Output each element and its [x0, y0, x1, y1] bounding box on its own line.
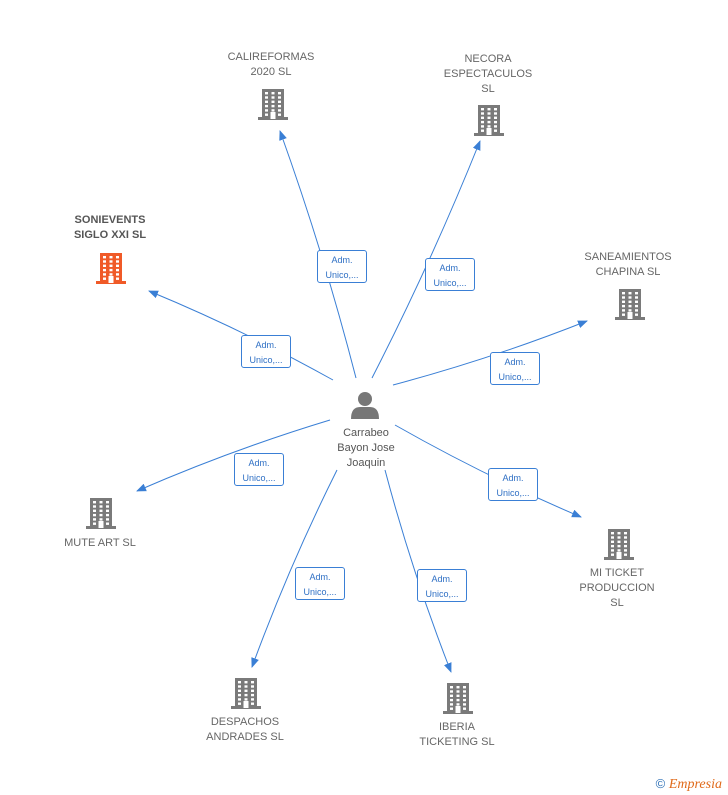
center-name-line-2: Bayon Jose [337, 442, 395, 454]
role-label-iberia[interactable]: Adm. Unico,... [417, 569, 467, 602]
company-label-line: DESPACHOS [210, 716, 280, 728]
company-label-line: SONIEVENTS [74, 214, 146, 226]
company-label-iberia[interactable]: IBERIA TICKETING SL [392, 720, 522, 750]
role-label-despachos[interactable]: Adm. Unico,... [295, 567, 345, 600]
brand-logo-text: Empresia [668, 777, 722, 792]
role-label-line: Unico,... [433, 278, 467, 288]
company-label-line: SL [481, 83, 495, 95]
company-label-muteart[interactable]: MUTE ART SL [35, 536, 165, 551]
footer-credit: © Empresia [656, 776, 722, 793]
building-icon-necora[interactable] [474, 105, 504, 136]
role-label-line: Adm. [255, 340, 277, 350]
company-label-line: SIGLO XXI SL [73, 229, 147, 241]
role-label-line: Adm. [504, 357, 526, 367]
company-label-sonievents[interactable]: SONIEVENTS SIGLO XXI SL [45, 213, 175, 243]
role-label-miticket[interactable]: Adm. Unico,... [488, 468, 538, 501]
company-label-line: CHAPINA SL [595, 266, 661, 278]
role-label-line: Adm. [502, 473, 524, 483]
building-icon-saneamientos[interactable] [615, 289, 645, 320]
edge-line-miticket [394, 424, 582, 518]
company-label-line: NECORA [464, 53, 512, 65]
building-icon-muteart[interactable] [86, 498, 116, 529]
role-label-line: Unico,... [325, 270, 359, 280]
building-icon-miticket[interactable] [604, 529, 634, 560]
company-label-calireformas[interactable]: CALIREFORMAS 2020 SL [206, 50, 336, 80]
role-label-line: Unico,... [249, 355, 283, 365]
center-person-label[interactable]: Carrabeo Bayon Jose Joaquin [318, 426, 414, 471]
edges-layer [136, 130, 588, 673]
company-label-line: ANDRADES SL [206, 731, 284, 743]
center-name-line-3: Joaquin [346, 457, 386, 469]
company-label-line: MI TICKET [589, 567, 645, 579]
company-label-line: TICKETING SL [419, 736, 495, 748]
role-label-sonievents[interactable]: Adm. Unico,... [241, 335, 291, 368]
edge-line-iberia [384, 469, 452, 673]
building-icon-iberia[interactable] [443, 683, 473, 714]
edge-line-despachos [251, 469, 338, 668]
company-label-line: PRODUCCION [579, 582, 655, 594]
company-label-line: ESPECTACULOS [443, 68, 533, 80]
company-label-line: CALIREFORMAS [227, 51, 315, 63]
company-label-line: 2020 SL [250, 66, 292, 78]
company-label-necora[interactable]: NECORA ESPECTACULOS SL [423, 52, 553, 97]
company-label-line: SANEAMIENTOS [584, 251, 672, 263]
building-icon-despachos[interactable] [231, 678, 261, 709]
company-label-despachos[interactable]: DESPACHOS ANDRADES SL [180, 715, 310, 745]
copyright-symbol: © [655, 776, 666, 791]
role-label-muteart[interactable]: Adm. Unico,... [234, 453, 284, 486]
role-label-saneamientos[interactable]: Adm. Unico,... [490, 352, 540, 385]
role-label-line: Adm. [248, 458, 270, 468]
edge-line-sonievents [148, 290, 334, 381]
company-label-saneamientos[interactable]: SANEAMIENTOS CHAPINA SL [563, 250, 693, 280]
company-label-miticket[interactable]: MI TICKET PRODUCCION SL [552, 566, 682, 611]
person-icon[interactable] [351, 392, 379, 419]
center-name-line-1: Carrabeo [343, 427, 389, 439]
role-label-line: Unico,... [498, 372, 532, 382]
icons-layer [86, 89, 645, 714]
role-label-necora[interactable]: Adm. Unico,... [425, 258, 475, 291]
role-label-line: Adm. [331, 255, 353, 265]
company-label-line: MUTE ART SL [64, 537, 136, 549]
role-label-calireformas[interactable]: Adm. Unico,... [317, 250, 367, 283]
edge-line-muteart [136, 419, 331, 492]
building-icon-calireformas[interactable] [258, 89, 288, 120]
role-label-line: Adm. [431, 574, 453, 584]
role-label-line: Unico,... [303, 587, 337, 597]
role-label-line: Unico,... [496, 488, 530, 498]
role-label-line: Adm. [309, 572, 331, 582]
building-icon-sonievents[interactable] [96, 253, 126, 284]
company-label-line: IBERIA [438, 721, 476, 733]
role-label-line: Adm. [439, 263, 461, 273]
role-label-line: Unico,... [242, 473, 276, 483]
company-label-line: SL [610, 597, 624, 609]
role-label-line: Unico,... [425, 589, 459, 599]
